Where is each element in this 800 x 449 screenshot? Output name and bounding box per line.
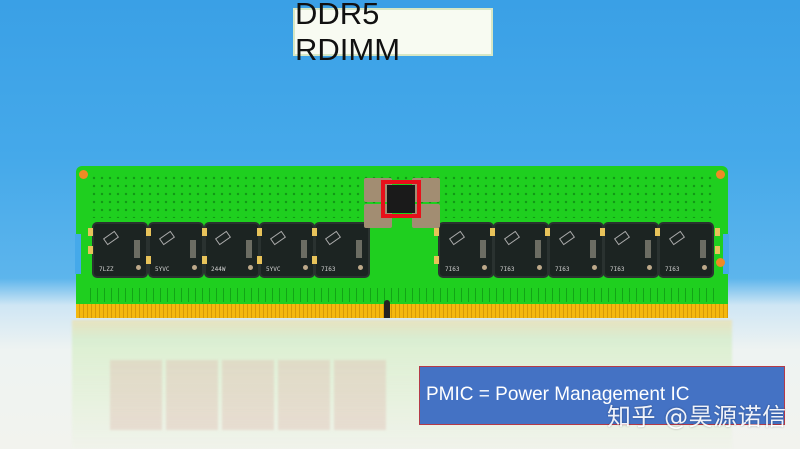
annotation-text: PMIC = Power Management IC: [426, 384, 690, 405]
gold-contacts: [76, 304, 728, 318]
mount-hole-icon: [716, 170, 725, 179]
dram-chip: 7I63: [550, 224, 602, 276]
key-notch: [384, 300, 390, 318]
dram-chip: 244W: [206, 224, 258, 276]
mount-hole-icon: [716, 258, 725, 267]
dram-chip: 7I63: [660, 224, 712, 276]
left-notch: [75, 234, 81, 274]
pcb-traces: [90, 288, 714, 302]
dram-chip: 7I63: [440, 224, 492, 276]
dram-chip: 7LZZ: [94, 224, 146, 276]
title-label: DDR5 RDIMM: [293, 0, 493, 67]
dram-chip: 5YVC: [150, 224, 202, 276]
dram-chip: 7I63: [316, 224, 368, 276]
annotation-box: PMIC = Power Management IC: [419, 366, 785, 425]
mount-hole-icon: [79, 170, 88, 179]
dram-chip: 7I63: [495, 224, 547, 276]
right-notch: [723, 234, 729, 274]
dram-chip: 5YVC: [261, 224, 313, 276]
dram-chip: 7I63: [605, 224, 657, 276]
pmic-chip: [387, 185, 415, 213]
watermark: 知乎 @昊源诺信: [607, 403, 787, 431]
ddr5-rdimm-module: 7LZZ 5YVC 244W 5YVC 7I63 7I63 7I63 7I63 …: [75, 166, 729, 318]
pmic-highlight-box: [381, 180, 421, 218]
